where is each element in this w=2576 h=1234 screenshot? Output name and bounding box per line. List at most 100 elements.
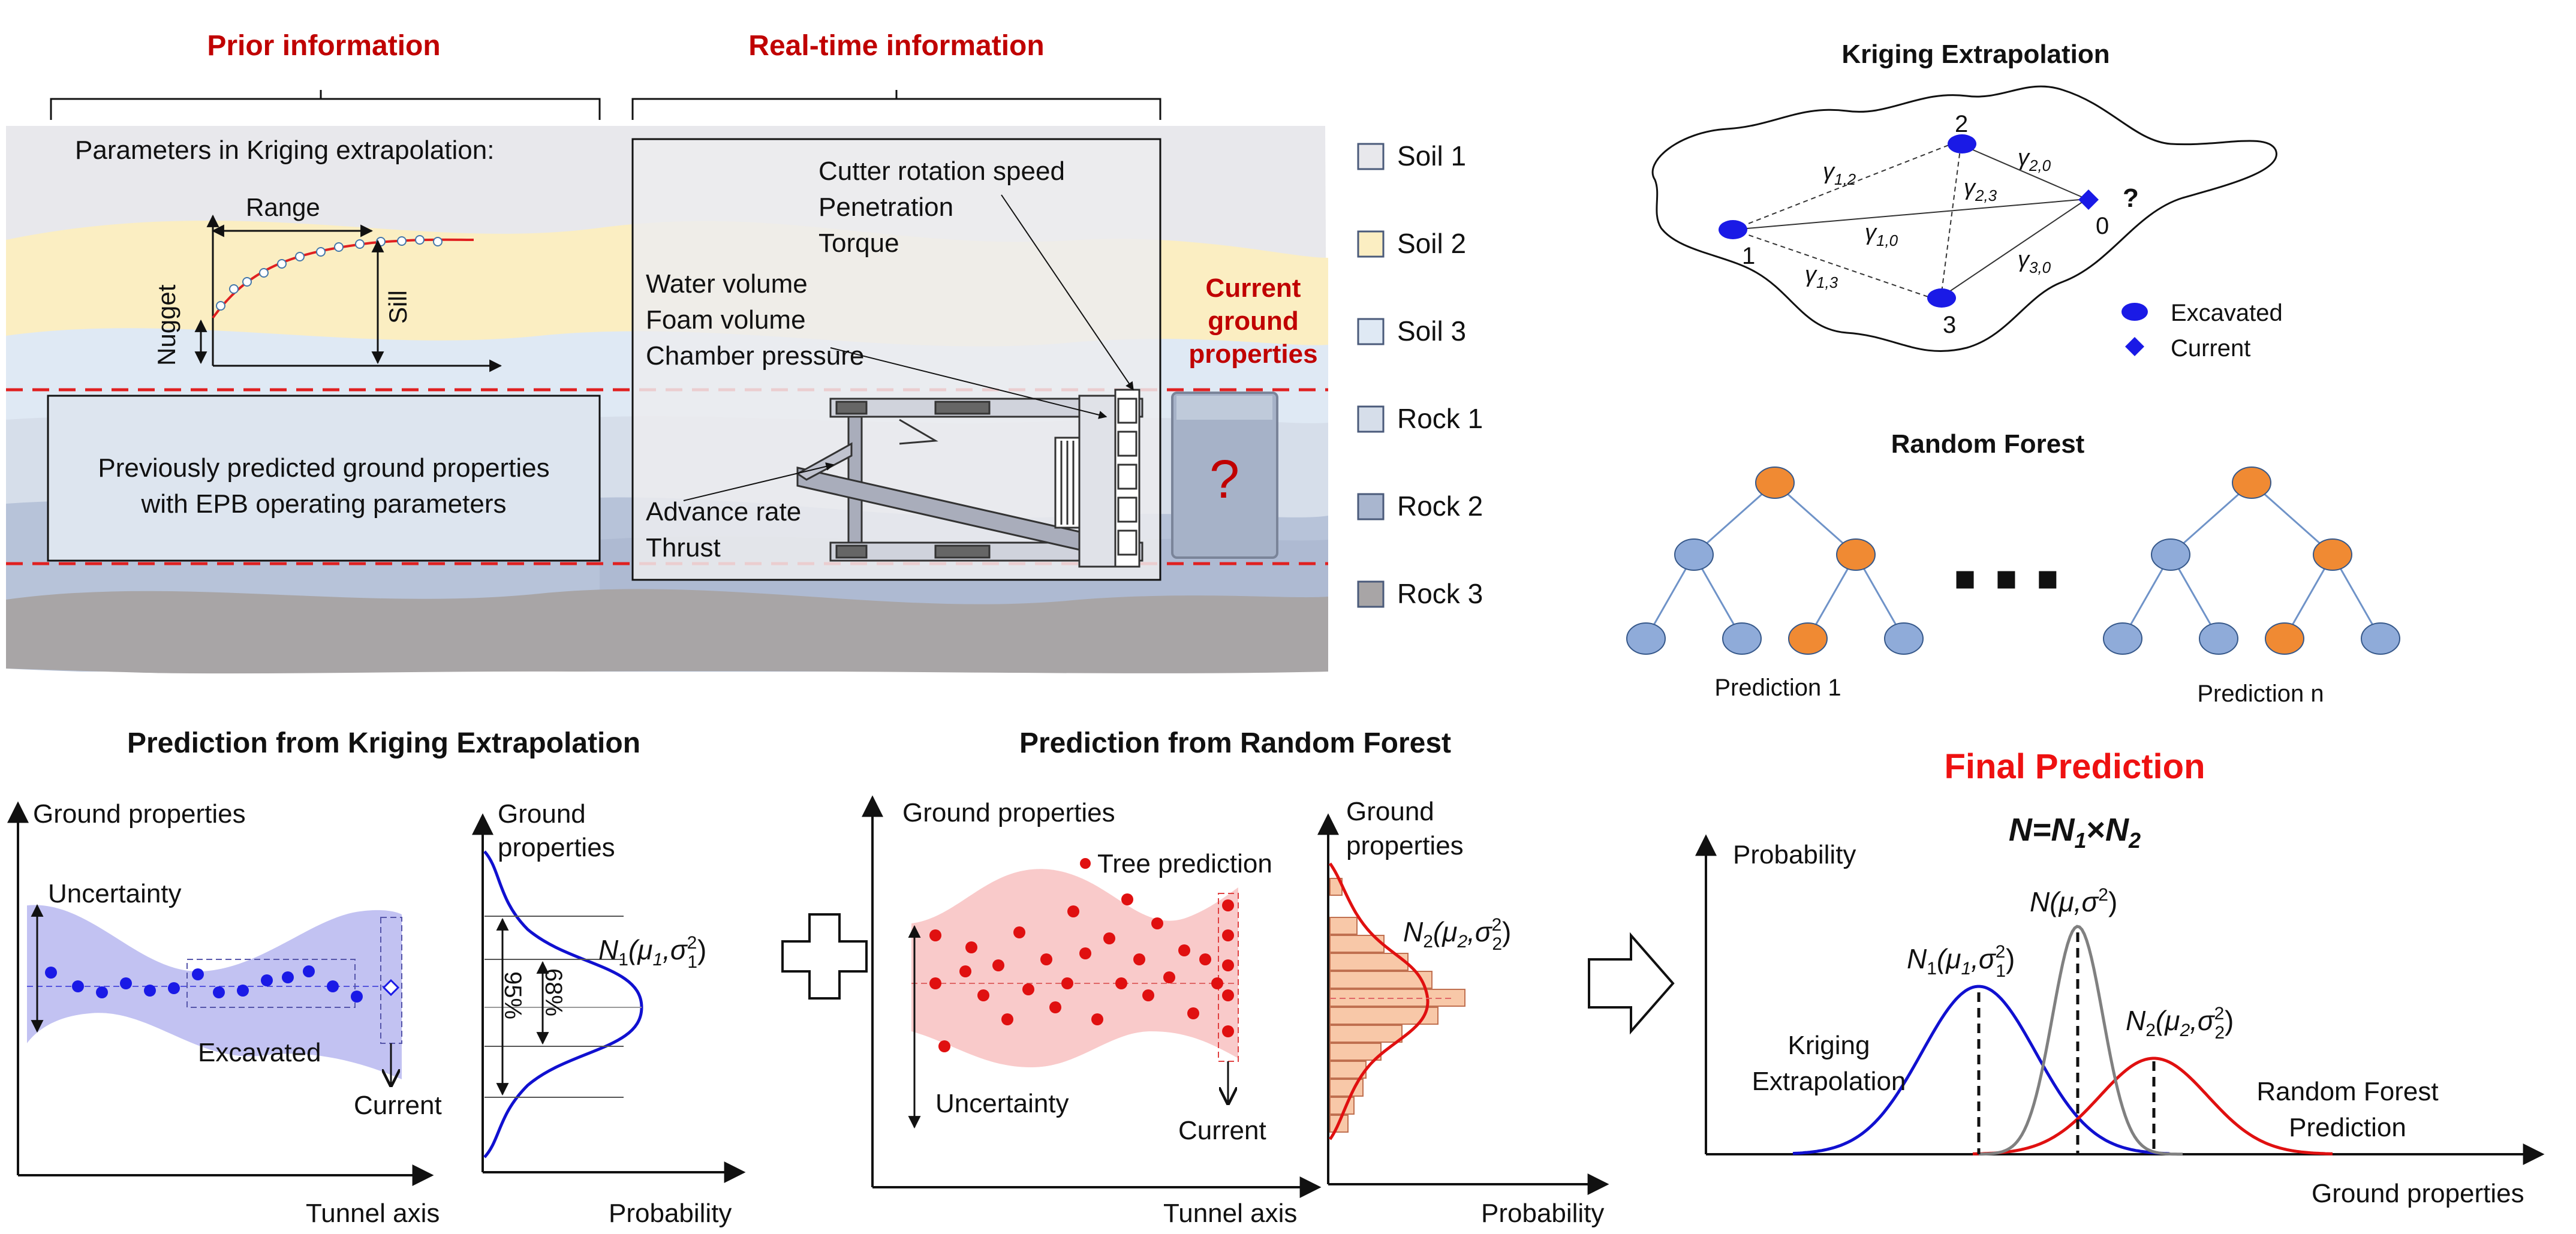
final-curves <box>1792 925 2333 1156</box>
kriging-point-2 <box>96 986 108 998</box>
tbm-panel: Cutter rotation speed Penetration Torque… <box>631 138 1161 581</box>
rf-point-16 <box>1103 932 1115 944</box>
final-n-label: N(μ,σ2) <box>2030 885 2117 917</box>
node-3-label: 3 <box>1943 312 1956 338</box>
legend-label-5: Rock 3 <box>1397 578 1483 609</box>
rf-hist-bar-5 <box>1329 971 1433 989</box>
node-1 <box>1719 220 1747 239</box>
prev-pred-line2: with EPB operating parameters <box>141 489 507 519</box>
tbm-drawing <box>796 389 1143 568</box>
kriging-point-8 <box>237 985 249 997</box>
rf-point-18 <box>1121 893 1133 905</box>
legend-swatch-2 <box>1357 318 1385 345</box>
rf-point-21 <box>1151 917 1163 929</box>
final-rf-label2: Prediction <box>2289 1113 2406 1142</box>
rf-point-15 <box>1091 1013 1103 1025</box>
tree2-node-3 <box>2103 622 2142 655</box>
kriging-point-13 <box>351 991 363 1003</box>
tree1-node-2 <box>1836 538 1876 571</box>
layer-rock3 <box>6 589 1328 676</box>
p95-label: 95% <box>499 971 526 1019</box>
final-xlabel: Ground properties <box>2312 1179 2524 1208</box>
rf-point-0 <box>929 929 941 941</box>
rf-point-27 <box>1222 899 1234 911</box>
final-kriging-curve <box>1792 985 2170 1155</box>
legend-swatch-0 <box>1357 143 1385 170</box>
tree1-node-0 <box>1755 466 1795 499</box>
rf-point-29 <box>1222 959 1234 971</box>
water-label: Water volume <box>646 269 808 299</box>
gamma-13: γ1,3 <box>1805 262 1838 291</box>
kriging-point-11 <box>303 965 315 977</box>
rf-hist-bar-9 <box>1329 1043 1382 1061</box>
sill-label: Sill <box>384 290 412 324</box>
node-2-label: 2 <box>1955 111 1968 137</box>
advance-label: Advance rate <box>646 497 801 526</box>
rf-point-13 <box>1067 905 1079 917</box>
plus-sign <box>781 913 868 1000</box>
kriging-excavated-label: Excavated <box>198 1038 321 1067</box>
rf-dist-ylabel2: properties <box>1346 831 1464 860</box>
rf-point-20 <box>1142 989 1154 1001</box>
rf-dist-xlabel: Probability <box>1481 1199 1604 1228</box>
legend-excavated-marker <box>2121 303 2148 321</box>
kriging-ylabel: Ground properties <box>33 799 246 829</box>
rf-point-26 <box>1211 977 1223 989</box>
final-kriging-label2: Extrapolation <box>1752 1067 1906 1096</box>
kriging-point-10 <box>282 971 294 983</box>
tree2-node-2 <box>2313 538 2352 571</box>
current-ground-box: Current ground properties ? <box>1171 273 1318 559</box>
kriging-point-4 <box>144 985 156 997</box>
variogram-panel: Parameters in Kriging extrapolation: Ran… <box>75 136 502 372</box>
current-gp-line1: Current <box>1206 273 1301 303</box>
legend-current-label: Current <box>2171 335 2250 362</box>
kriging-point-6 <box>192 968 204 980</box>
tree2-node-0 <box>2232 466 2271 499</box>
final-combined-curve <box>1979 925 2183 1156</box>
legend-swatch-3 <box>1357 405 1385 433</box>
rf-point-24 <box>1187 1007 1199 1019</box>
p68-label: 68% <box>540 968 567 1016</box>
final-rf-curve <box>1972 1057 2333 1155</box>
legend-label-1: Soil 2 <box>1397 228 1466 259</box>
node-2 <box>1948 134 1976 154</box>
rf-point-1 <box>929 977 941 989</box>
node-0 <box>2078 189 2099 210</box>
tree2-node-1 <box>2151 538 2190 571</box>
kriging-xlabel: Tunnel axis <box>306 1199 440 1228</box>
current-gp-line2: ground <box>1208 306 1299 336</box>
tree1-node-6 <box>1884 622 1924 655</box>
final-rf-label1: Random Forest <box>2256 1077 2438 1106</box>
tree1-node-1 <box>1674 538 1714 571</box>
thrust-label: Thrust <box>646 533 721 562</box>
nugget-label: Nugget <box>152 284 180 366</box>
foam-label: Foam volume <box>646 305 806 335</box>
legend-label-0: Soil 1 <box>1397 140 1466 171</box>
legend-current-marker <box>2125 337 2144 356</box>
gamma-10: γ1,0 <box>1865 220 1898 249</box>
rf-point-23 <box>1178 944 1190 956</box>
rf-gaussian <box>1328 862 1430 1140</box>
tree2-node-6 <box>2361 622 2400 655</box>
prev-pred-line1: Previously predicted ground properties <box>98 453 549 483</box>
rf-point-2 <box>938 1040 950 1052</box>
legend-excavated-label: Excavated <box>2171 300 2283 326</box>
rf-point-6 <box>992 959 1004 971</box>
tree-n <box>2103 466 2400 655</box>
rf-dist-ylabel1: Ground <box>1346 797 1434 826</box>
rf-current-label: Current <box>1178 1116 1266 1145</box>
tree1-node-5 <box>1788 622 1828 655</box>
rf-point-10 <box>1040 953 1052 965</box>
rf-point-7 <box>1001 1013 1013 1025</box>
combine-arrow <box>1588 932 1675 1035</box>
final-kriging-label1: Kriging <box>1788 1031 1870 1060</box>
rf-point-9 <box>1022 983 1034 995</box>
kriging-point-9 <box>261 974 273 986</box>
kriging-params-label: Parameters in Kriging extrapolation: <box>75 136 494 165</box>
rf-point-11 <box>1049 1001 1061 1013</box>
node-0-label: 0 <box>2096 213 2109 239</box>
rf-points <box>929 893 1234 1052</box>
